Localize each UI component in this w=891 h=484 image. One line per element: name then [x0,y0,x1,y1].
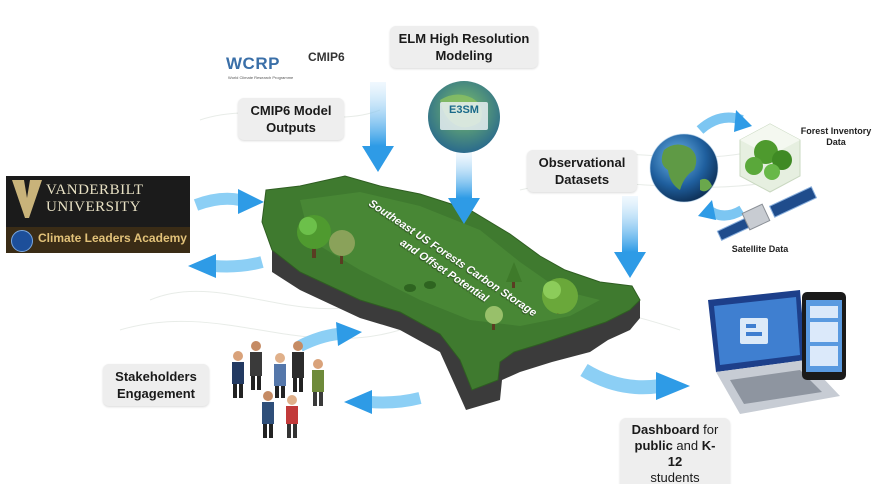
arrow-vanderbilt-left [188,254,264,278]
map-shading [300,192,600,326]
tree-icon [506,262,522,288]
arrow-vanderbilt-right [193,189,264,214]
arrow-cmip6-down [362,82,394,172]
vanderbilt-name-line2: UNIVERSITY [46,199,141,215]
dashboard-students: students [650,470,700,484]
tree-icon [485,306,503,330]
wcrp-subtitle: World Climate Research Programme [228,75,294,80]
tree-icon [297,215,331,258]
forest-cube-icon [739,123,801,193]
dashboard-label: Dashboard for public and K-12 students [620,418,730,484]
wcrp-cmip6-logo: WCRP CMIP6 World Climate Research Progra… [226,48,356,84]
e3sm-logo-text: E3SM [449,104,479,116]
tree-icon [542,278,578,314]
satellite-icon [716,186,818,241]
tree-icon [329,230,355,264]
arrow-observational-down [614,196,646,278]
phone-icon [802,292,846,380]
cmip6-outputs-label: CMIP6 Model Outputs [238,98,344,140]
arrow-dashboard-right [580,363,690,400]
people-group-icon [232,341,324,438]
dashboard-prefix: Dashboard [631,422,700,437]
cycle-arrows [696,110,752,221]
nsf-seal-icon [11,230,33,252]
satellite-label: Satellite Data [731,244,789,254]
wcrp-text: WCRP [226,54,280,73]
observational-label: Observational Datasets [527,150,637,192]
dashboard-public: public [634,438,673,453]
earth-globe-icon [649,133,719,203]
e3sm-globe-icon [428,81,500,153]
stakeholders-label: Stakeholders Engagement [103,364,209,406]
dashboard-k12: K-12 [667,438,716,469]
academy-bar [6,227,190,253]
elm-label: ELM High Resolution Modeling [390,26,538,68]
vanderbilt-v-icon [12,180,42,218]
forest-inventory-label: Forest Inventory Data [800,126,872,147]
cmip6-logo-text: CMIP6 [308,50,345,64]
arrow-e3sm-down [448,152,480,224]
vanderbilt-logo: VANDERBILT UNIVERSITY Climate Leaders Ac… [6,176,190,253]
arrow-stakeholders-right [297,322,362,352]
arrow-stakeholders-left [344,390,422,414]
map-side [272,250,640,410]
vanderbilt-name-line1: VANDERBILT [46,182,144,198]
academy-name: Climate Leaders Academy [38,231,187,245]
dashboard-and: and [672,438,702,453]
dashboard-for: for [699,422,719,437]
